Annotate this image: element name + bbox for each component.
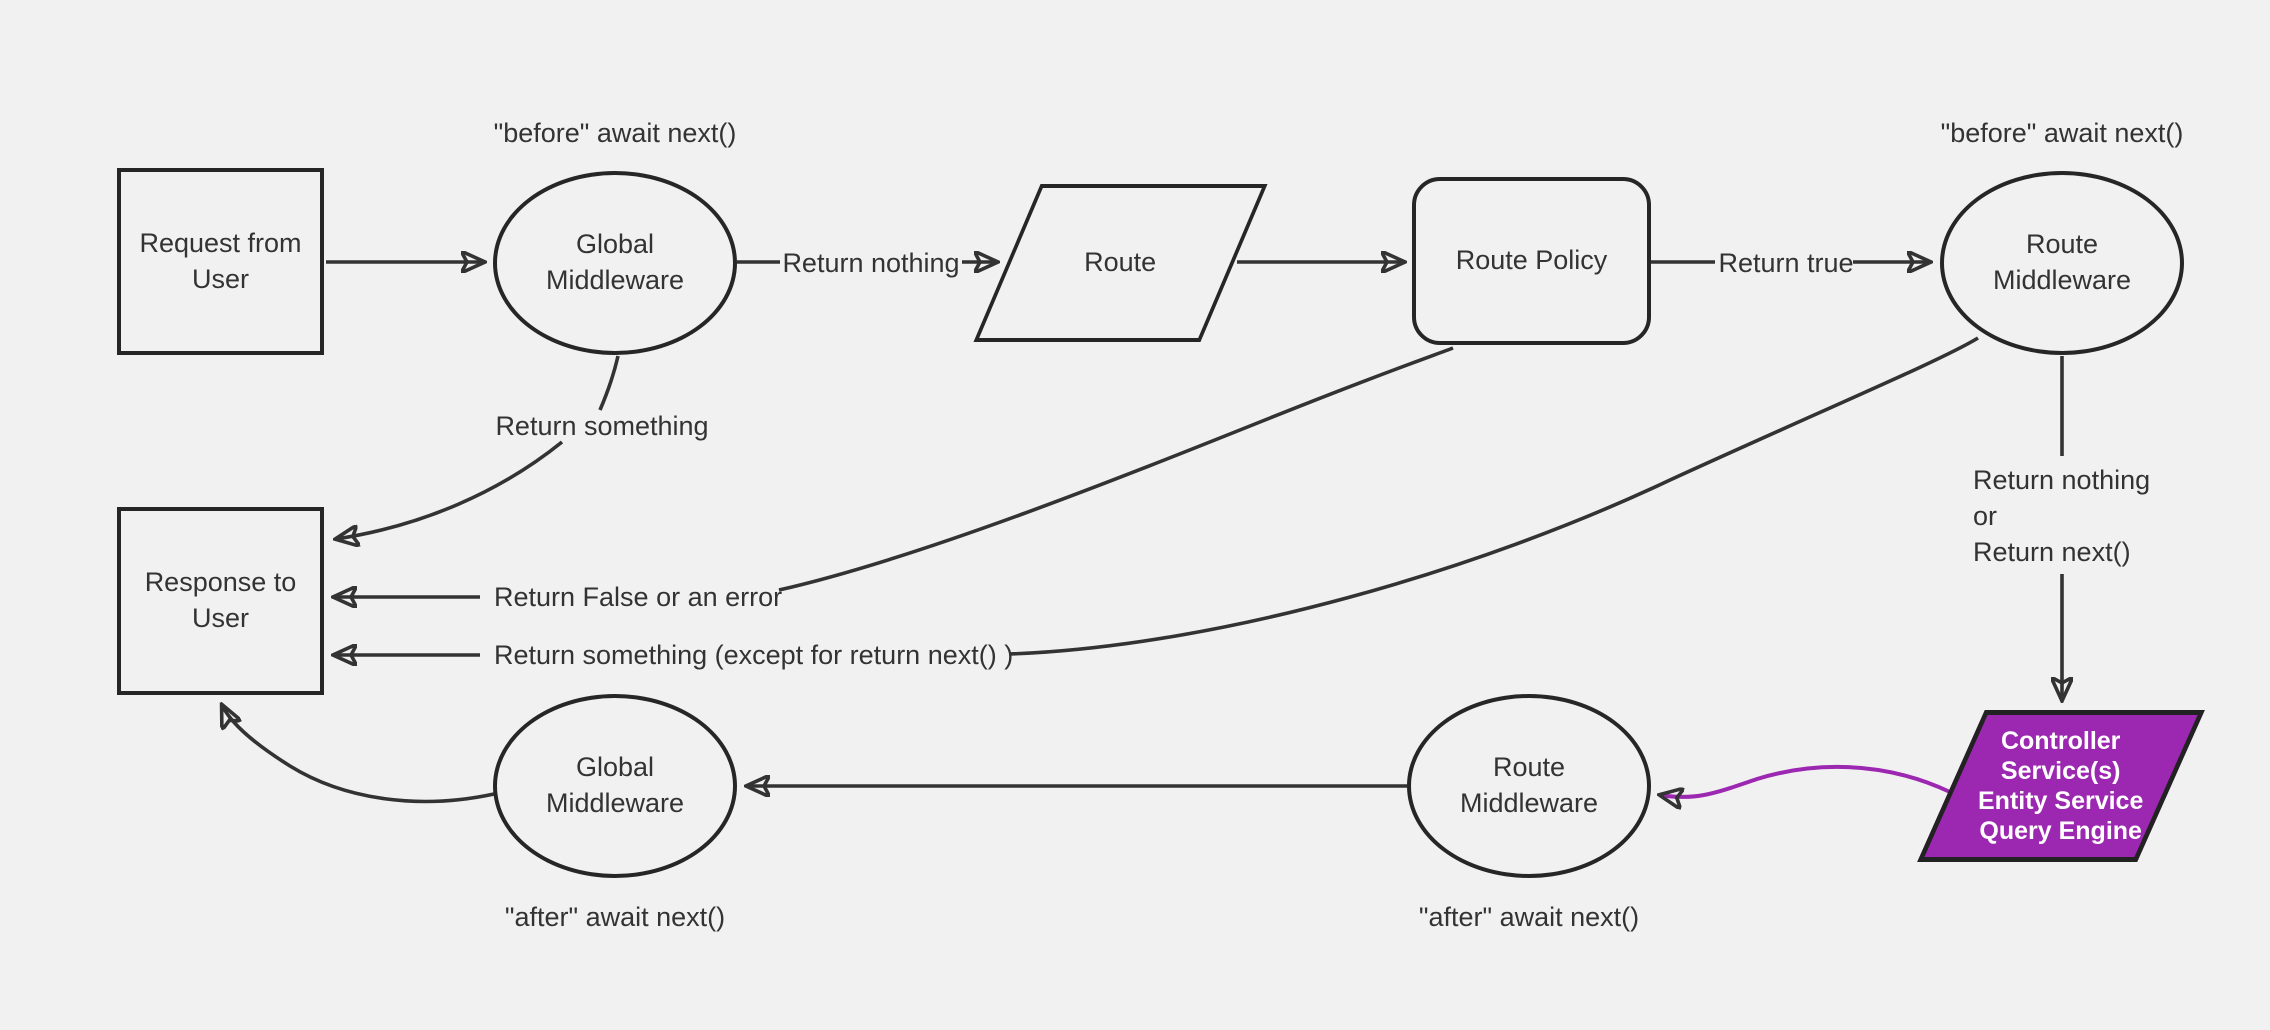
node-route-middleware-bottom: Route Middleware bbox=[1407, 694, 1651, 878]
node-label: Controller Service(s) Entity Service Que… bbox=[1978, 726, 2143, 846]
label-return-something: Return something bbox=[495, 411, 709, 441]
node-global-middleware-bottom: Global Middleware bbox=[493, 694, 737, 878]
controller-line-2: Service(s) bbox=[2001, 757, 2121, 785]
label-after-await-left: "after" await next() bbox=[504, 902, 726, 932]
controller-line-3: Entity Service bbox=[1978, 787, 2144, 815]
node-route-policy: Route Policy bbox=[1412, 177, 1651, 345]
label-before-await-left: "before" await next() bbox=[493, 118, 737, 148]
node-label: Route Middleware bbox=[1459, 752, 1599, 818]
label-line-3: Return next() bbox=[1973, 537, 2131, 567]
node-response-to-user: Response to User bbox=[117, 507, 324, 695]
node-label: Route Middleware bbox=[1992, 229, 2132, 295]
label-return-something-except: Return something (except for return next… bbox=[494, 640, 1014, 670]
controller-line-4: Query Engine bbox=[1979, 817, 2143, 845]
label-after-await-right: "after" await next() bbox=[1418, 902, 1640, 932]
node-label: Response to User bbox=[144, 567, 297, 633]
node-label: Global Middleware bbox=[545, 229, 685, 295]
label-return-false: Return False or an error bbox=[494, 582, 783, 612]
label-before-await-right: "before" await next() bbox=[1940, 118, 2184, 148]
node-label: Route bbox=[1084, 247, 1157, 278]
node-global-middleware-top: Global Middleware bbox=[493, 171, 737, 355]
edge-route-policy-return-false bbox=[778, 346, 1454, 592]
label-return-nothing: Return nothing bbox=[782, 248, 960, 278]
controller-line-1: Controller bbox=[2001, 727, 2121, 755]
node-route-middleware-top: Route Middleware bbox=[1940, 171, 2184, 355]
edge-controller-to-route-mw-bottom bbox=[1660, 764, 1951, 797]
node-label: Global Middleware bbox=[545, 752, 685, 818]
edge-global-mw-return-something-a bbox=[598, 355, 620, 411]
edge-global-mw-return-something-b bbox=[336, 440, 564, 539]
node-label: Route Policy bbox=[1455, 245, 1608, 276]
label-return-nothing-or: Return nothing or Return next() bbox=[1973, 462, 2150, 570]
label-line-1: Return nothing bbox=[1973, 465, 2151, 495]
label-return-true: Return true bbox=[1718, 248, 1854, 278]
edge-global-mw-bottom-to-response bbox=[222, 705, 495, 804]
node-label: Request from User bbox=[139, 227, 302, 294]
node-request-from-user: Request from User bbox=[117, 168, 324, 355]
edge-route-mw-return-something-except bbox=[1009, 336, 1979, 656]
label-line-2: or bbox=[1973, 501, 1998, 531]
